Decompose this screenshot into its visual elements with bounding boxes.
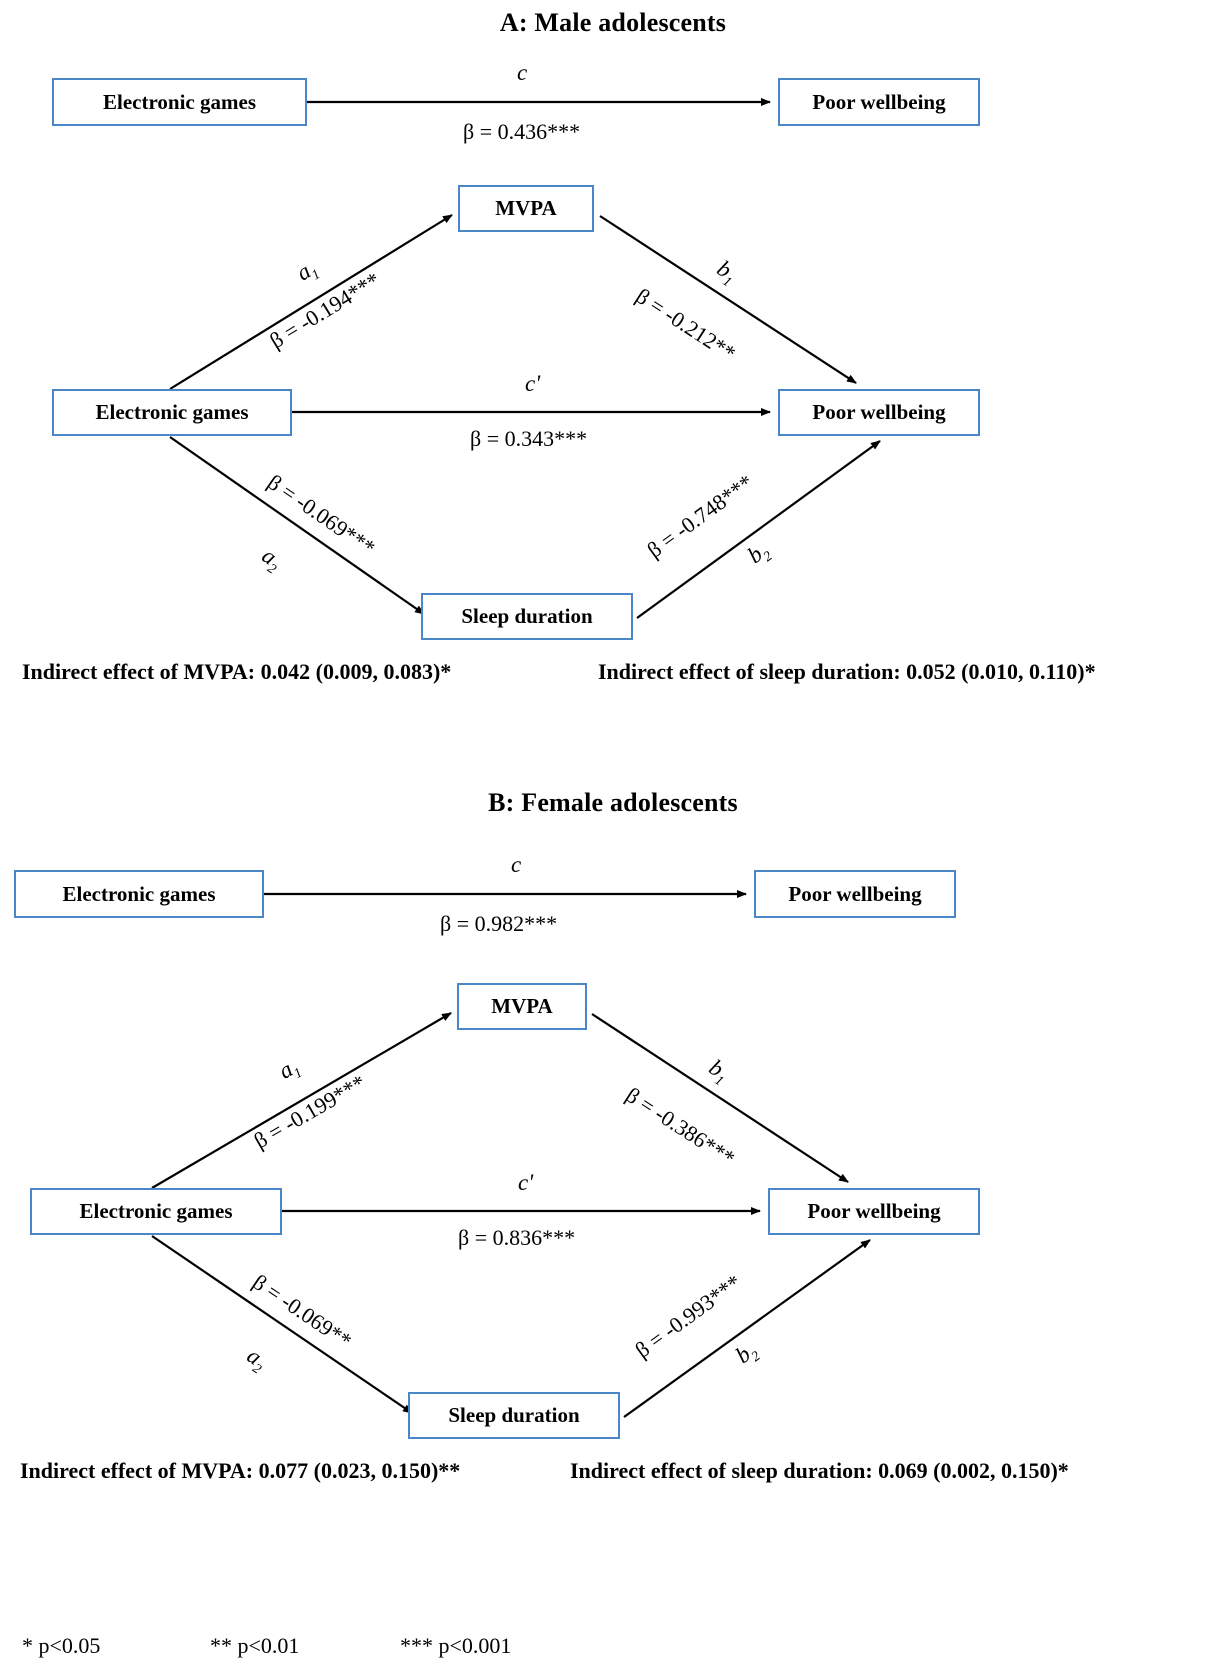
node-label: Sleep duration bbox=[448, 1403, 580, 1427]
panel-b-top-edges bbox=[264, 890, 747, 898]
panel-a-mediator1-node: MVPA bbox=[458, 185, 594, 232]
panel-b-mediator2-node: Sleep duration bbox=[408, 1392, 620, 1439]
panel-a-indirect-effect-mvpa: Indirect effect of MVPA: 0.042 (0.009, 0… bbox=[22, 659, 452, 684]
panel-b-coefficient-c: β = 0.982*** bbox=[440, 911, 558, 936]
panel-a-top-predictor-node: Electronic games bbox=[52, 78, 307, 126]
panel-b-top-outcome-node: Poor wellbeing bbox=[754, 870, 956, 918]
panel-a: A: Male adolescents Electronic games Poo… bbox=[0, 0, 1226, 760]
panel-b-path-label-c: c bbox=[511, 852, 522, 877]
node-label: Poor wellbeing bbox=[812, 400, 946, 424]
panel-b-mediator1-node: MVPA bbox=[457, 983, 587, 1030]
panel-a-mediator2-node: Sleep duration bbox=[421, 593, 633, 640]
node-label: Electronic games bbox=[103, 89, 256, 114]
node-label: Poor wellbeing bbox=[807, 1199, 941, 1223]
panel-b-indirect-effect-mvpa: Indirect effect of MVPA: 0.077 (0.023, 0… bbox=[20, 1458, 461, 1483]
node-label: Sleep duration bbox=[461, 604, 593, 628]
panel-a-title: A: Male adolescents bbox=[499, 8, 727, 37]
panel-a-path-label-c-prime: c' bbox=[525, 371, 541, 396]
panel-b-title: B: Female adolescents bbox=[488, 788, 738, 817]
panel-b-predictor-node: Electronic games bbox=[30, 1188, 282, 1235]
panel-b-coefficient-c-prime: β = 0.836*** bbox=[458, 1225, 576, 1250]
panel-a-coefficient-c-prime: β = 0.343*** bbox=[470, 426, 588, 451]
panel-b-indirect-effect-sleep: Indirect effect of sleep duration: 0.069… bbox=[570, 1458, 1069, 1483]
node-label: Electronic games bbox=[62, 881, 216, 906]
panel-b: B: Female adolescents Electronic games P… bbox=[0, 780, 1226, 1680]
node-label: Poor wellbeing bbox=[812, 89, 946, 114]
panel-a-indirect-effect-sleep: Indirect effect of sleep duration: 0.052… bbox=[598, 659, 1096, 684]
panel-a-coefficient-c: β = 0.436*** bbox=[463, 119, 581, 144]
significance-legend-one-star: * p<0.05 bbox=[22, 1633, 101, 1658]
node-label: MVPA bbox=[491, 994, 553, 1018]
node-label: Electronic games bbox=[95, 400, 249, 424]
node-label: Poor wellbeing bbox=[788, 881, 922, 906]
panel-a-mediation-edges bbox=[169, 214, 881, 619]
panel-b-mediation-edges bbox=[151, 1012, 871, 1418]
panel-a-outcome-node: Poor wellbeing bbox=[778, 389, 980, 436]
node-label: Electronic games bbox=[79, 1199, 233, 1223]
node-label: MVPA bbox=[495, 196, 557, 220]
panel-b-top-predictor-node: Electronic games bbox=[14, 870, 264, 918]
significance-legend-three-star: *** p<0.001 bbox=[400, 1633, 512, 1658]
panel-a-path-label-c: c bbox=[517, 60, 528, 85]
panel-b-outcome-node: Poor wellbeing bbox=[768, 1188, 980, 1235]
panel-a-top-outcome-node: Poor wellbeing bbox=[778, 78, 980, 126]
panel-b-path-label-c-prime: c' bbox=[518, 1170, 534, 1195]
significance-legend-two-star: ** p<0.01 bbox=[210, 1633, 300, 1658]
panel-a-top-edges bbox=[307, 98, 771, 106]
panel-a-predictor-node: Electronic games bbox=[52, 389, 292, 436]
